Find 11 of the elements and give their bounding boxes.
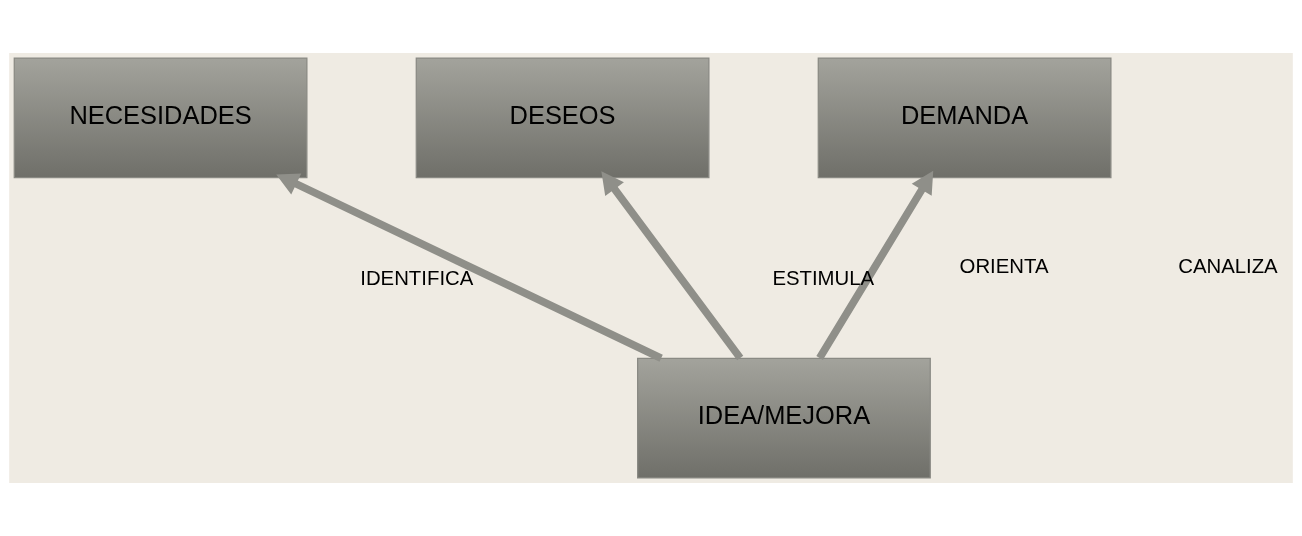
arrow (276, 173, 663, 362)
label: ORIENTA (959, 254, 1049, 277)
node-box: DEMANDA (817, 57, 1112, 179)
arrow (601, 171, 744, 361)
node-box: NECESIDADES (13, 57, 308, 179)
node-box: DESEOS (415, 57, 710, 179)
edge-label: ESTIMULA (772, 266, 875, 289)
edge-label: IDENTIFICA (360, 266, 474, 289)
arrow (816, 170, 934, 360)
label: CANALIZA (1178, 254, 1278, 277)
node-box: IDEA/MEJORA (637, 357, 931, 479)
